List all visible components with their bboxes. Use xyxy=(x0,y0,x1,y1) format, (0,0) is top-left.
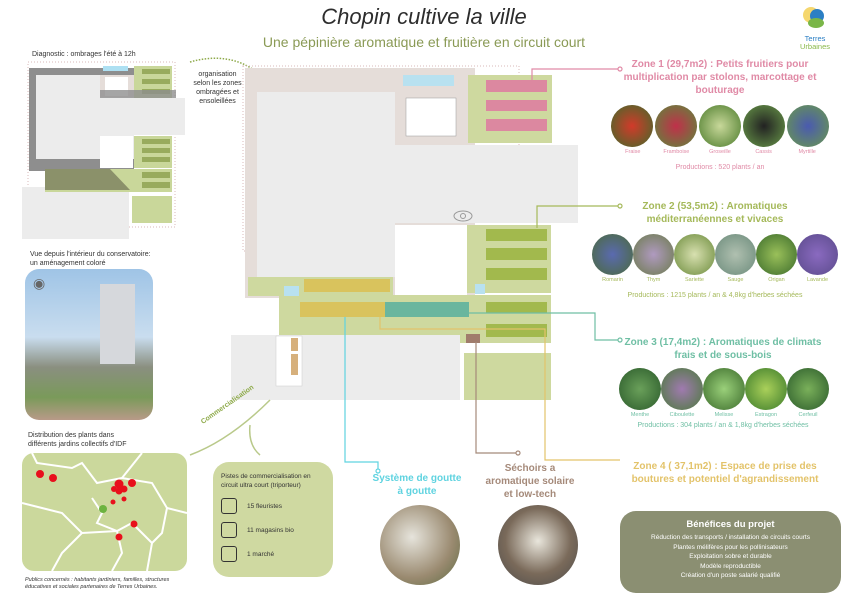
plant-photo-fraise xyxy=(611,105,653,147)
benefit-item: Modèle reproductible xyxy=(700,562,761,570)
distribution-label-1: Distribution des plants dans xyxy=(28,432,114,439)
pistes-item: 11 magasins bio xyxy=(221,522,325,538)
map-dot xyxy=(121,496,127,502)
building-shape xyxy=(100,284,135,364)
zone-3-production: Productions : 304 plants / an & 1,8kg d'… xyxy=(637,422,809,429)
plant-photo-framboise xyxy=(655,105,697,147)
benefit-item: Création d'un poste salarié qualifié xyxy=(680,572,781,579)
zone-2-title: Zone 2 (53,5m2) : Aromatiques méditerran… xyxy=(642,201,788,225)
plant-photo-ciboulette xyxy=(661,368,703,410)
plant-label: Myrtille xyxy=(798,149,816,155)
plant-label: Origan xyxy=(768,277,785,283)
plant-label: Melisse xyxy=(714,412,734,418)
map-dot xyxy=(36,470,44,478)
plant-label: Romarin xyxy=(602,277,623,283)
plant-photo-cerfeuil xyxy=(787,368,829,410)
logo-icon xyxy=(803,7,824,28)
plant-photo-sauge xyxy=(715,234,756,275)
logo-text-1: Terres xyxy=(804,34,826,43)
view-label-2: un aménagement coloré xyxy=(30,260,106,267)
map-dot xyxy=(115,533,123,541)
plant-photo-groseille xyxy=(699,105,741,147)
page-title: Chopin cultive la ville xyxy=(321,4,527,29)
benefit-item: Plantes mélifères pour les pollinisateur… xyxy=(673,543,788,551)
plant-photo-cassis xyxy=(743,105,785,147)
map-dot xyxy=(114,479,124,489)
plant-photo-thym xyxy=(633,234,674,275)
benefit-item: Exploitation sobre et durable xyxy=(689,553,772,560)
pistes-panel: Pistes de commercialisation en circuit u… xyxy=(213,462,333,577)
zone-2: Zone 2 (53,5m2) : Aromatiques méditerran… xyxy=(592,200,838,299)
market-stall-icon xyxy=(221,546,237,562)
map-dot xyxy=(128,479,136,487)
page-subtitle: Une pépinière aromatique et fruitière en… xyxy=(262,34,586,50)
zone-1: Zone 1 (29,7m2) : Petits fruitiers pour … xyxy=(605,58,835,171)
pistes-item: 1 marché xyxy=(221,546,325,562)
drip-photo xyxy=(380,505,460,585)
plant-photo-myrtille xyxy=(787,105,829,147)
logo: Terres Urbaines xyxy=(795,4,835,51)
plant-label: Lavande xyxy=(806,277,829,283)
sechoir-photo xyxy=(498,505,578,585)
distribution-dots xyxy=(36,470,138,541)
distribution-label-2: différents jardins collectifs d'IDF xyxy=(28,441,127,448)
organisation-note: organisation selon les zones ombragées e… xyxy=(193,71,242,105)
eye-icon xyxy=(453,210,473,222)
benefits-title: Bénéfices du projet xyxy=(686,519,775,530)
plant-photo-sariette xyxy=(674,234,715,275)
view-label-1: Vue depuis l'intérieur du conservatoire: xyxy=(30,251,151,258)
map-dot xyxy=(120,485,128,493)
zone-3-title: Zone 3 (17,4m2) : Aromatiques de climats… xyxy=(624,337,822,361)
benefit-item: Réduction des transports / installation … xyxy=(651,534,810,541)
plant-photo-romarin xyxy=(592,234,633,275)
pistes-item-label: 11 magasins bio xyxy=(247,526,294,534)
plant-photo-menthe xyxy=(619,368,661,410)
plant-label: Groseille xyxy=(709,149,731,155)
diagnostic-plan xyxy=(22,61,185,239)
diagnostic-label: Diagnostic : ombrages l'été à 12h xyxy=(32,51,136,58)
conservatory-photo: ◉ xyxy=(25,269,153,420)
sechoir-title: Séchoirs a aromatique solaire et low-tec… xyxy=(485,463,575,500)
connector-lines xyxy=(189,66,623,474)
plant-label: Cassis xyxy=(755,149,772,155)
pistes-item-label: 1 marché xyxy=(247,550,275,558)
benefits-panel: Bénéfices du projet Réduction des transp… xyxy=(620,511,841,593)
plant-photo-lavande xyxy=(797,234,838,275)
plant-label: Ciboulette xyxy=(669,412,695,418)
publics-note: Publics concernés : habitants jardiniers… xyxy=(25,577,170,590)
plant-label: Sariette xyxy=(685,277,704,283)
main-plan xyxy=(231,65,578,400)
florist-icon xyxy=(221,498,237,514)
idf-map xyxy=(22,453,187,571)
plant-photo-estragon xyxy=(745,368,787,410)
plant-label: Estragon xyxy=(754,412,777,418)
map-dot xyxy=(110,499,116,505)
pistes-item-label: 15 fleuristes xyxy=(247,502,283,510)
zone-3: Zone 3 (17,4m2) : Aromatiques de climats… xyxy=(605,336,841,429)
pistes-item: 15 fleuristes xyxy=(221,498,325,514)
map-dot xyxy=(130,520,138,528)
zone-4-title: Zone 4 ( 37,1m2) : Espace de prise des b… xyxy=(631,461,819,485)
shop-icon xyxy=(221,522,237,538)
plant-photo-melisse xyxy=(703,368,745,410)
plant-label: Framboise xyxy=(663,149,690,155)
plant-label: Cerfeuil xyxy=(798,412,818,418)
pistes-title: Pistes de commercialisation en circuit u… xyxy=(221,473,311,489)
zone-1-production: Productions : 520 plants / an xyxy=(675,164,765,171)
map-dot xyxy=(49,474,57,482)
plant-label: Thym xyxy=(646,277,661,283)
plant-label: Fraise xyxy=(625,149,641,155)
eye-icon: ◉ xyxy=(33,275,46,291)
map-dot xyxy=(111,486,117,492)
drip-title: Système de goutte à goutte xyxy=(372,473,462,497)
plant-label: Menthe xyxy=(630,412,650,418)
zone-1-title: Zone 1 (29,7m2) : Petits fruitiers pour … xyxy=(623,59,817,96)
plant-label: Sauge xyxy=(727,277,744,283)
map-dot-chopin xyxy=(99,505,107,513)
plant-photo-origan xyxy=(756,234,797,275)
zone-2-production: Productions : 1215 plants / an & 4,8kg d… xyxy=(627,292,803,299)
logo-text-2: Urbaines xyxy=(799,42,830,51)
